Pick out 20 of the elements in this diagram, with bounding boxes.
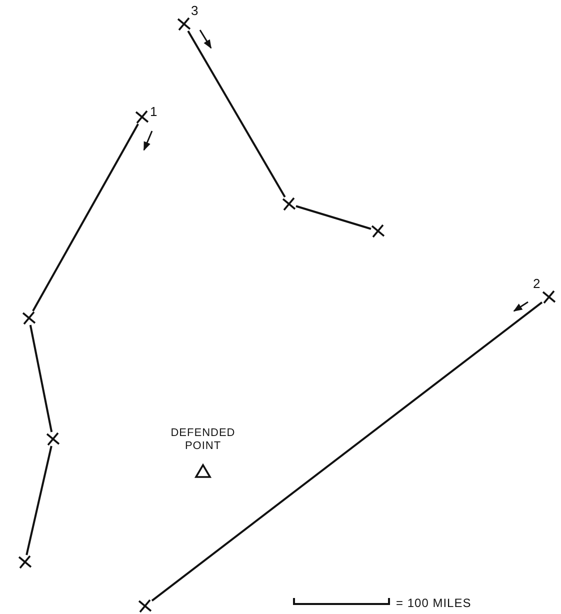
- track-number: 3: [191, 4, 198, 18]
- cross-mark: [371, 224, 385, 238]
- track-line: [187, 30, 286, 198]
- cross-mark: [282, 197, 296, 211]
- cross-mark: [46, 432, 60, 446]
- track-number: 2: [533, 277, 540, 291]
- cross-mark: [22, 311, 36, 325]
- cross-mark: [135, 110, 149, 124]
- track-line: [151, 302, 543, 602]
- track-line: [26, 446, 52, 556]
- cross-mark: [177, 17, 191, 31]
- point-label: DEFENDED POINT: [170, 427, 236, 453]
- cross-mark: [542, 290, 556, 304]
- track-line: [296, 205, 372, 230]
- cross-mark: [18, 555, 32, 569]
- track-line: [32, 124, 139, 312]
- scale-label: = 100 MILES: [396, 597, 472, 610]
- track-number: 1: [150, 105, 158, 119]
- track-line: [29, 324, 53, 432]
- cross-mark: [138, 599, 152, 613]
